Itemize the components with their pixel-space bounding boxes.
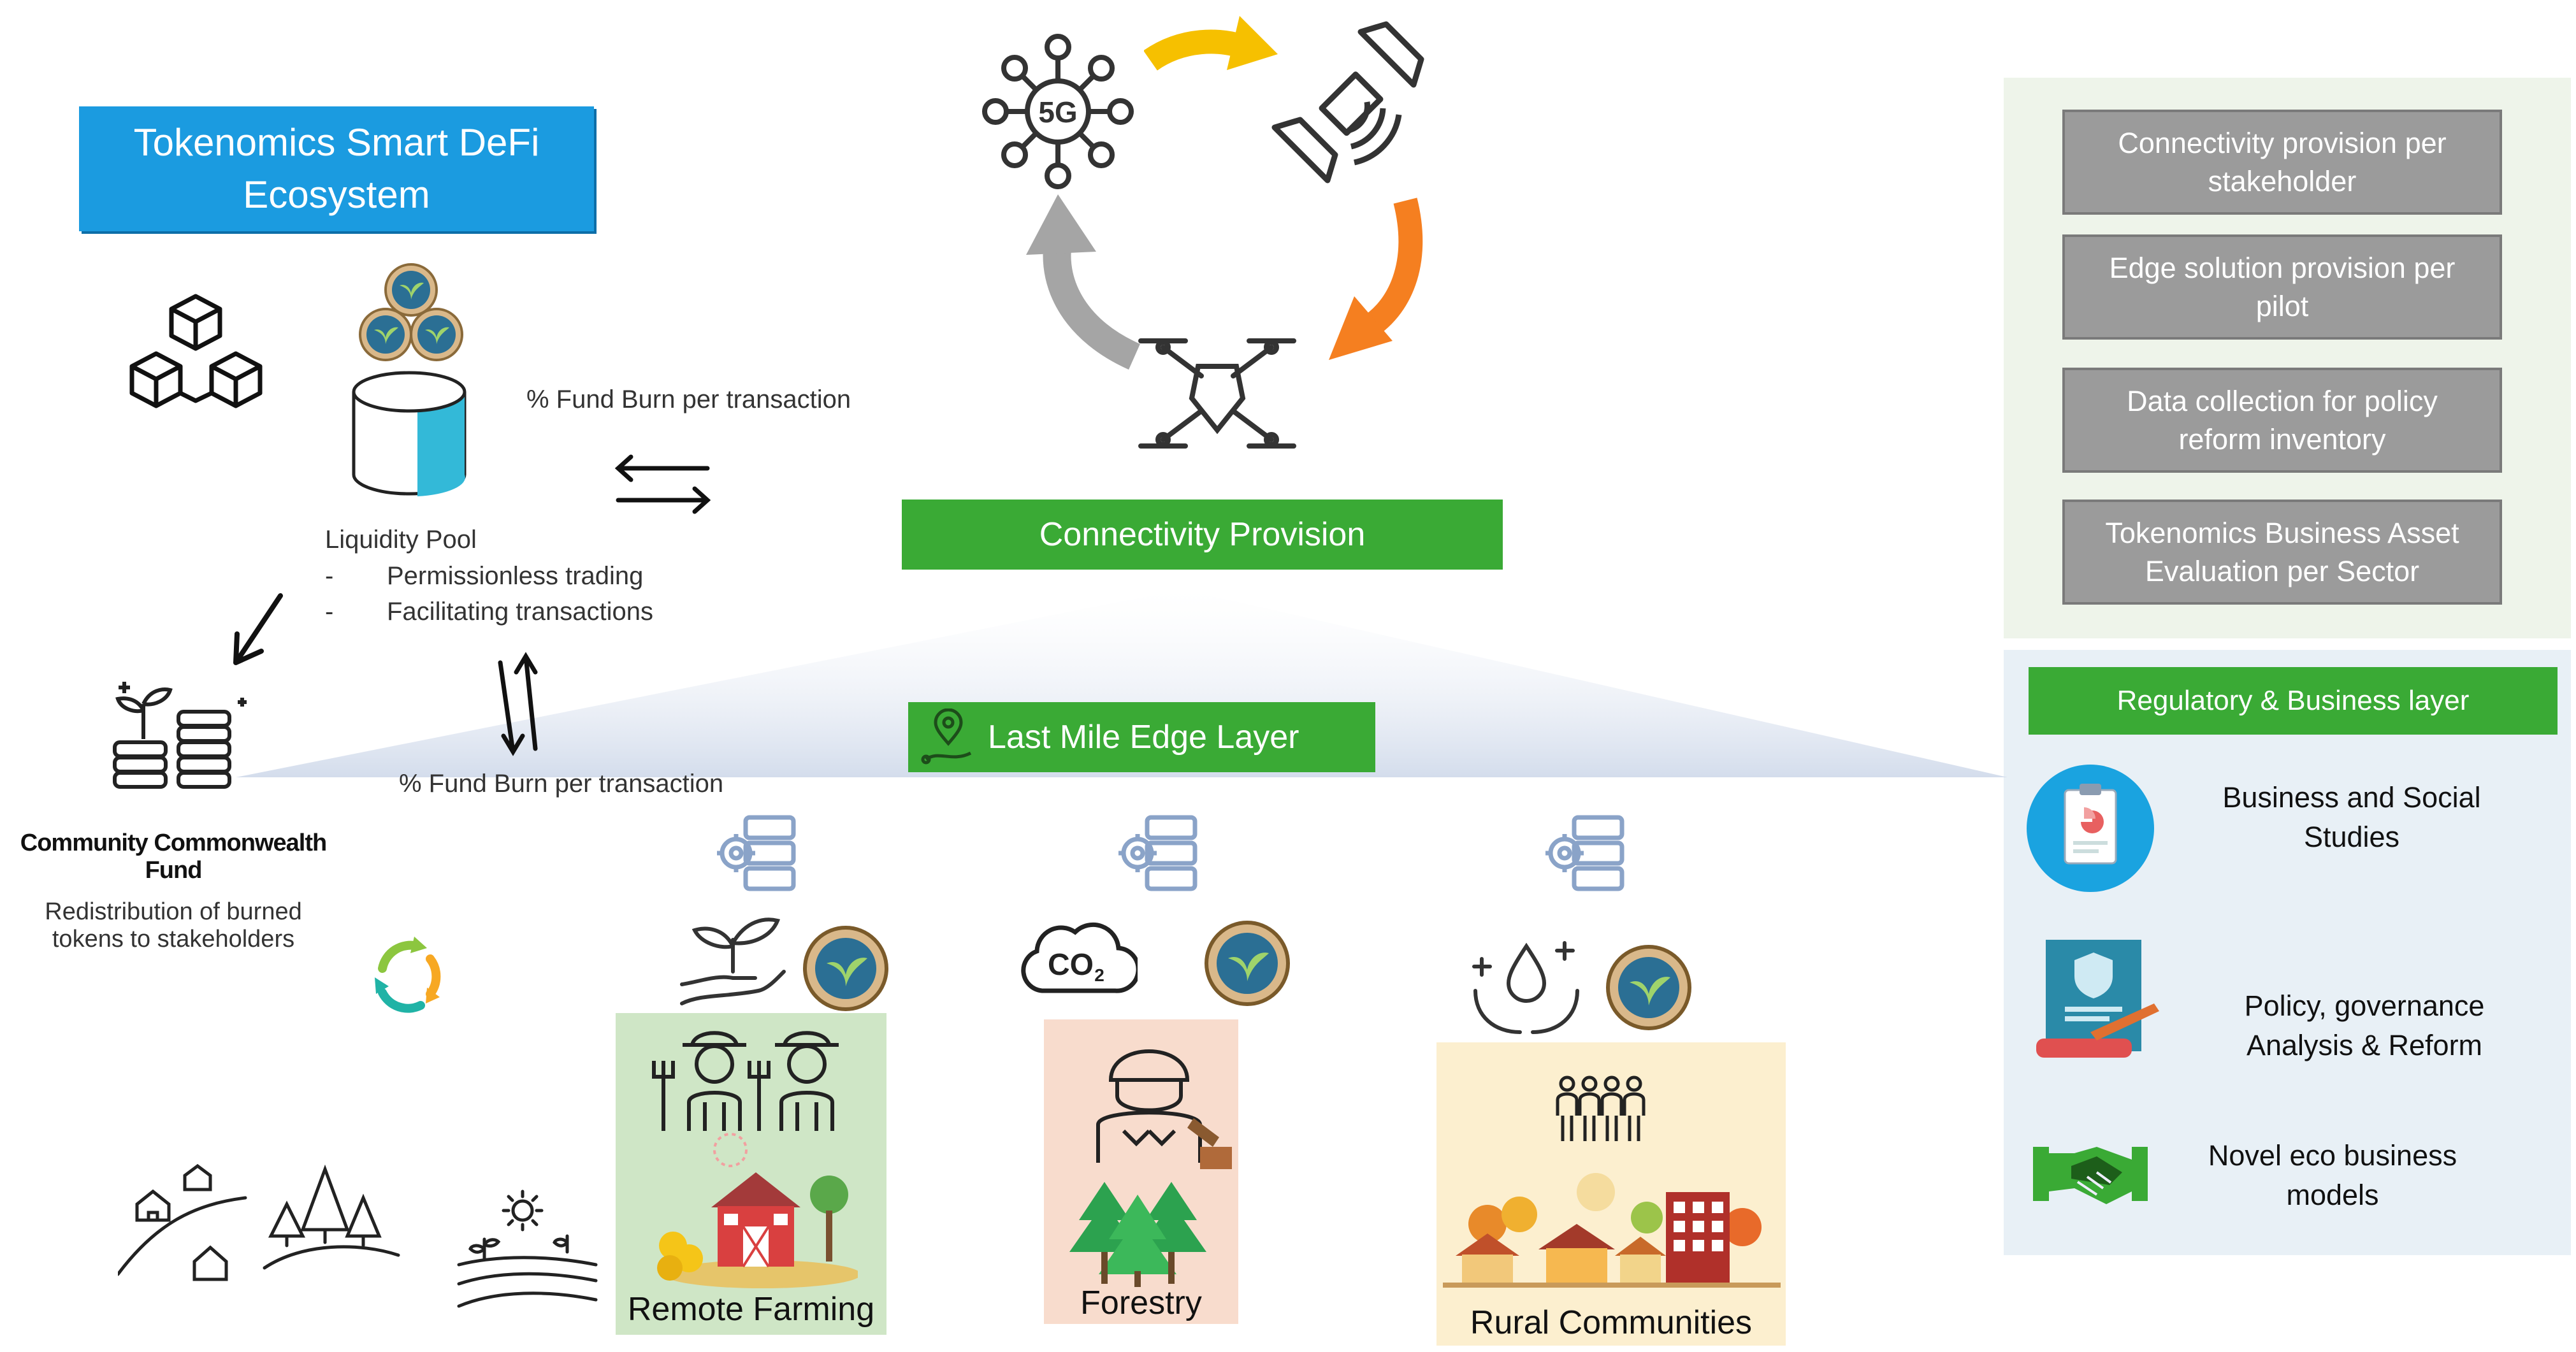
co2-subscript: 2	[1094, 965, 1104, 985]
title-line-2: Ecosystem	[243, 173, 430, 216]
regulatory-item: Policy, governance Analysis & Reform	[2183, 984, 2546, 1067]
regulatory-item-line-1: Novel eco business	[2208, 1139, 2457, 1172]
village-icon	[1443, 1173, 1781, 1288]
commonwealth-title: Community Commonwealth Fund	[8, 830, 339, 884]
liquidity-bullet-2: Facilitating transactions	[387, 598, 653, 626]
fund-burn-label-bottom: % Fund Burn per transaction	[399, 770, 724, 798]
farm-barn-icon	[657, 1133, 858, 1288]
landscape-houses-trees-icon	[118, 1163, 400, 1281]
token-coin-icon	[1606, 945, 1691, 1030]
connectivity-provision-bar: Connectivity Provision	[902, 500, 1503, 570]
commonwealth-description: Redistribution of burned tokens to stake…	[8, 898, 339, 953]
cycle-arrow-orange	[1329, 198, 1423, 360]
cycle-arrow-yellow	[1144, 16, 1278, 71]
right-item-line-2: stakeholder	[2208, 164, 2357, 198]
swap-arrows-vertical-icon	[498, 652, 538, 756]
right-item-box: Edge solution provision per pilot	[2062, 234, 2502, 340]
rural-communities-panel: Rural Communities	[1436, 1042, 1786, 1346]
right-item-box: Data collection for policy reform invent…	[2062, 368, 2502, 473]
right-item-line-1: Data collection for policy	[2127, 384, 2438, 417]
satellite-icon	[1271, 21, 1424, 183]
co2-cloud-icon: CO 2	[1021, 922, 1138, 993]
commonwealth-desc-line-1: Redistribution of burned	[45, 898, 302, 925]
recycle-arrows-icon	[375, 937, 441, 1013]
commonwealth-title-line-2: Fund	[145, 857, 203, 884]
commonwealth-desc-line-2: tokens to stakeholders	[52, 926, 295, 953]
liquidity-bullet-1: Permissionless trading	[387, 562, 644, 590]
liquidity-pool-icon	[352, 371, 467, 496]
plant-hand-icon	[680, 917, 786, 1005]
token-coin-icon	[803, 926, 888, 1011]
regulatory-business-layer-bar: Regulatory & Business layer	[2029, 667, 2558, 735]
forest-trees-icon	[1069, 1182, 1206, 1287]
policy-document-icon	[2036, 940, 2159, 1058]
token-coins-icon	[359, 263, 463, 361]
right-item-line-2: pilot	[2255, 289, 2309, 322]
swap-arrows-horizontal-icon	[614, 454, 711, 514]
farm-field-icon	[457, 1190, 598, 1308]
title-line-1: Tokenomics Smart DeFi	[133, 121, 540, 164]
right-item-box: Connectivity provision per stakeholder	[2062, 110, 2502, 215]
right-item-line-2: Evaluation per Sector	[2145, 554, 2420, 587]
five-g-label: 5G	[1038, 96, 1077, 129]
five-g-network-icon: 5G	[982, 34, 1134, 189]
bullet-marker: -	[325, 598, 334, 626]
arrow-down-left-icon	[233, 593, 283, 665]
blockchain-icon	[129, 294, 263, 408]
drone-icon	[1138, 338, 1296, 449]
forestry-label: Forestry	[1080, 1284, 1202, 1321]
right-item-line-2: reform inventory	[2178, 422, 2386, 456]
handshake-icon	[2033, 1147, 2148, 1204]
regulatory-item: Novel eco business models	[2151, 1134, 2514, 1217]
regulatory-item: Business and Social Studies	[2170, 776, 2533, 859]
bullet-marker: -	[325, 562, 334, 590]
co2-label: CO	[1048, 948, 1094, 982]
right-item-box: Tokenomics Business Asset Evaluation per…	[2062, 500, 2502, 605]
edge-server-icon	[1118, 815, 1198, 891]
fund-burn-label-top: % Fund Burn per transaction	[526, 385, 851, 414]
right-item-line-1: Tokenomics Business Asset	[2105, 516, 2459, 549]
regulatory-item-line-1: Business and Social	[2222, 781, 2481, 814]
regulatory-item-line-2: Analysis & Reform	[2246, 1029, 2483, 1061]
farmers-icon	[652, 1031, 839, 1131]
water-hands-icon	[1472, 941, 1579, 1034]
regulatory-item-line-2: models	[2286, 1179, 2379, 1211]
right-item-line-1: Edge solution provision per	[2109, 251, 2456, 284]
cycle-arrow-grey	[1026, 194, 1141, 370]
commonwealth-title-line-1: Community Commonwealth	[20, 830, 327, 856]
location-pin-icon	[921, 708, 972, 765]
forestry-panel: Forestry	[1044, 1019, 1238, 1324]
coin-stack-plant-icon	[113, 682, 247, 789]
remote-farming-label: Remote Farming	[627, 1291, 875, 1328]
edge-server-icon	[1545, 815, 1624, 891]
ecosystem-title: Tokenomics Smart DeFi Ecosystem	[79, 106, 594, 231]
last-mile-edge-layer-bar: Last Mile Edge Layer	[908, 702, 1375, 772]
right-item-line-1: Connectivity provision per	[2118, 126, 2447, 159]
last-mile-label: Last Mile Edge Layer	[988, 719, 1299, 756]
people-group-icon	[1556, 1075, 1646, 1141]
regulatory-item-line-1: Policy, governance	[2244, 989, 2485, 1022]
token-coin-icon	[1205, 921, 1290, 1006]
edge-server-icon	[717, 815, 796, 891]
clipboard-report-icon	[2027, 765, 2154, 892]
rural-communities-label: Rural Communities	[1470, 1304, 1753, 1341]
liquidity-pool-title: Liquidity Pool	[325, 526, 477, 554]
remote-farming-panel: Remote Farming	[616, 1013, 886, 1335]
regulatory-item-line-2: Studies	[2303, 821, 2400, 853]
lumberjack-icon	[1096, 1049, 1232, 1169]
